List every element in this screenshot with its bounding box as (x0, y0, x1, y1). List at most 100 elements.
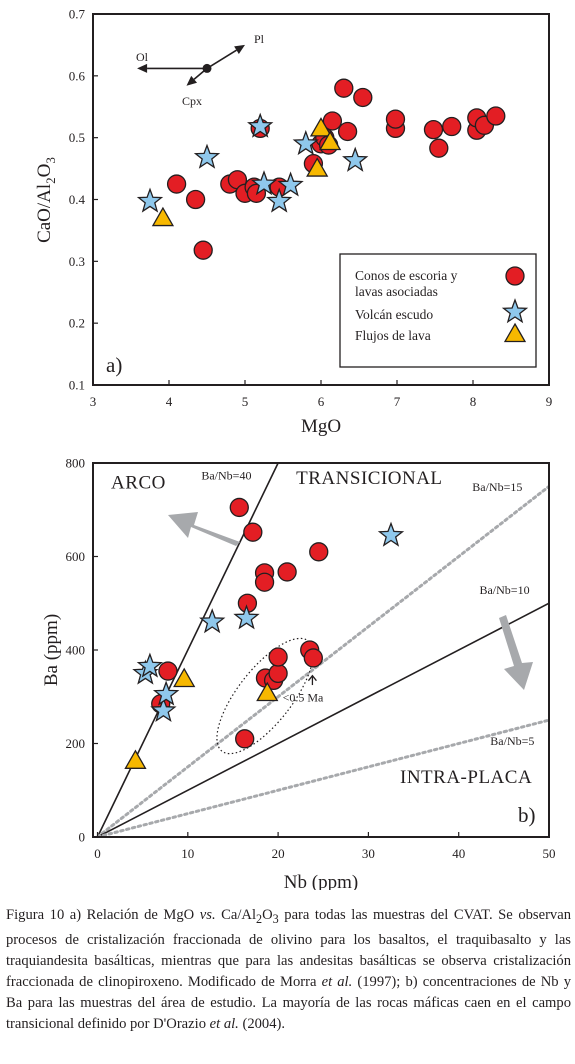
point-escudo (277, 171, 304, 197)
point-conos (337, 121, 358, 142)
chart-b-xtick-label: 20 (272, 846, 285, 861)
point-flujos (306, 157, 329, 177)
annotation-arrowhead (307, 674, 317, 682)
chart-b-xtick-label: 0 (94, 846, 101, 861)
ratio-label-15: Ba/Nb=15 (472, 480, 522, 494)
legend-flujos: Flujos de lava (355, 328, 431, 343)
legend-conos-line1: Conos de escoria y (355, 268, 458, 283)
point-escudo (292, 129, 319, 156)
legend-marker-flujos (503, 322, 527, 343)
chart-b-xlabel: Nb (ppm) (284, 872, 358, 890)
point-conos (353, 87, 373, 108)
ratio-line-15 (96, 484, 549, 837)
point-conos (442, 116, 462, 137)
vector-pl-arrowhead (234, 44, 245, 55)
chart-a-ytick-label: 0.7 (69, 7, 86, 22)
chart-a-ylabel: CaO/Al2O3 (34, 157, 58, 243)
point-conos (193, 240, 213, 260)
field-label-arco: ARCO (111, 473, 166, 494)
point-escudo (136, 187, 164, 213)
chart-a-ytick-label: 0.2 (69, 316, 85, 331)
point-escudo (152, 680, 180, 706)
chart-a-xlabel: MgO (301, 416, 341, 437)
chart-b-ytick-label: 0 (79, 830, 86, 845)
ratio-line-10 (97, 602, 549, 837)
chart-a-xtick-label: 3 (90, 394, 97, 409)
chart-a-ytick-label: 0.4 (69, 192, 86, 207)
point-conos (277, 562, 297, 582)
chart-a-xtick-label: 9 (546, 394, 553, 409)
chart-a-legend: Conos de escoria y lavas asociadas Volcá… (339, 253, 537, 368)
point-flujos (173, 667, 196, 688)
chart-b-ytick-label: 200 (66, 736, 86, 751)
chart-a-xtick-label: 5 (242, 394, 249, 409)
point-conos (385, 109, 406, 129)
chart-a-ytick-label: 0.6 (69, 68, 86, 83)
chart-b-xtick-label: 10 (181, 846, 194, 861)
chart-b-ytick-label: 600 (66, 549, 86, 564)
point-escudo (233, 604, 260, 630)
point-conos (303, 648, 323, 668)
point-escudo (377, 521, 405, 547)
vector-pl (206, 49, 237, 70)
point-escudo (342, 146, 369, 172)
arrow-arco (168, 512, 240, 546)
point-conos (235, 729, 255, 749)
chart-a-ytick-label: 0.5 (69, 130, 85, 145)
point-conos (268, 663, 288, 684)
point-escudo (136, 652, 164, 678)
point-escudo (150, 696, 177, 723)
chart-b-ylabel: Ba (ppm) (41, 614, 62, 686)
point-conos (322, 111, 343, 131)
figure-caption: Figura 10 a) Relación de MgO vs. Ca/Al2O… (6, 907, 571, 1032)
point-escudo (193, 143, 221, 169)
chart-a-ytick-label: 0.1 (69, 378, 85, 393)
point-flujos (151, 206, 175, 227)
point-escudo (247, 112, 274, 138)
chart-b-ytick-label: 800 (66, 456, 86, 471)
vector-label-pl: Pl (254, 32, 265, 46)
point-conos (309, 542, 329, 562)
field-label-intraplaca: INTRA-PLACA (400, 767, 532, 788)
chart-b-labels: ARCO TRANSICIONAL INTRA-PLACA Ba/Nb=40 B… (111, 468, 534, 788)
chart-b-panel-label: b) (518, 803, 536, 827)
point-conos (254, 572, 275, 592)
point-flujos (309, 117, 333, 137)
ratio-label-10: Ba/Nb=10 (479, 583, 529, 597)
ratio-line-5 (96, 718, 549, 837)
legend-conos-line2: lavas asociadas (355, 284, 438, 299)
vector-cpx-arrowhead (186, 75, 198, 86)
point-conos (229, 497, 249, 518)
point-conos (423, 119, 444, 140)
fractionation-vector-diagram: Ol Pl Cpx (136, 32, 265, 108)
chart-b-field-arrows (168, 512, 533, 690)
chart-b-xtick-label: 40 (452, 846, 465, 861)
chart-a-marks (136, 78, 506, 260)
chart-b-xtick-label: 30 (362, 846, 375, 861)
chart-a-xtick-label: 8 (470, 394, 477, 409)
point-flujos (256, 681, 279, 702)
chart-b-xtick-label: 50 (543, 846, 556, 861)
vector-label-ol: Ol (136, 50, 149, 64)
chart-a-panel-label: a) (106, 353, 122, 377)
chart-a-ytick-label: 0.3 (69, 254, 85, 269)
point-conos (334, 78, 354, 98)
point-conos (486, 106, 506, 126)
point-conos (158, 661, 178, 681)
point-conos (185, 189, 206, 210)
vector-origin (202, 63, 212, 73)
chart-b-marks (124, 497, 405, 769)
field-label-transicional: TRANSICIONAL (296, 468, 442, 489)
point-conos (243, 522, 263, 542)
point-conos (268, 647, 288, 667)
point-flujos (124, 749, 147, 769)
legend-marker-escudo (501, 298, 529, 324)
point-escudo (250, 170, 278, 196)
point-escudo (199, 608, 226, 634)
arrow-intraplaca (499, 615, 533, 690)
